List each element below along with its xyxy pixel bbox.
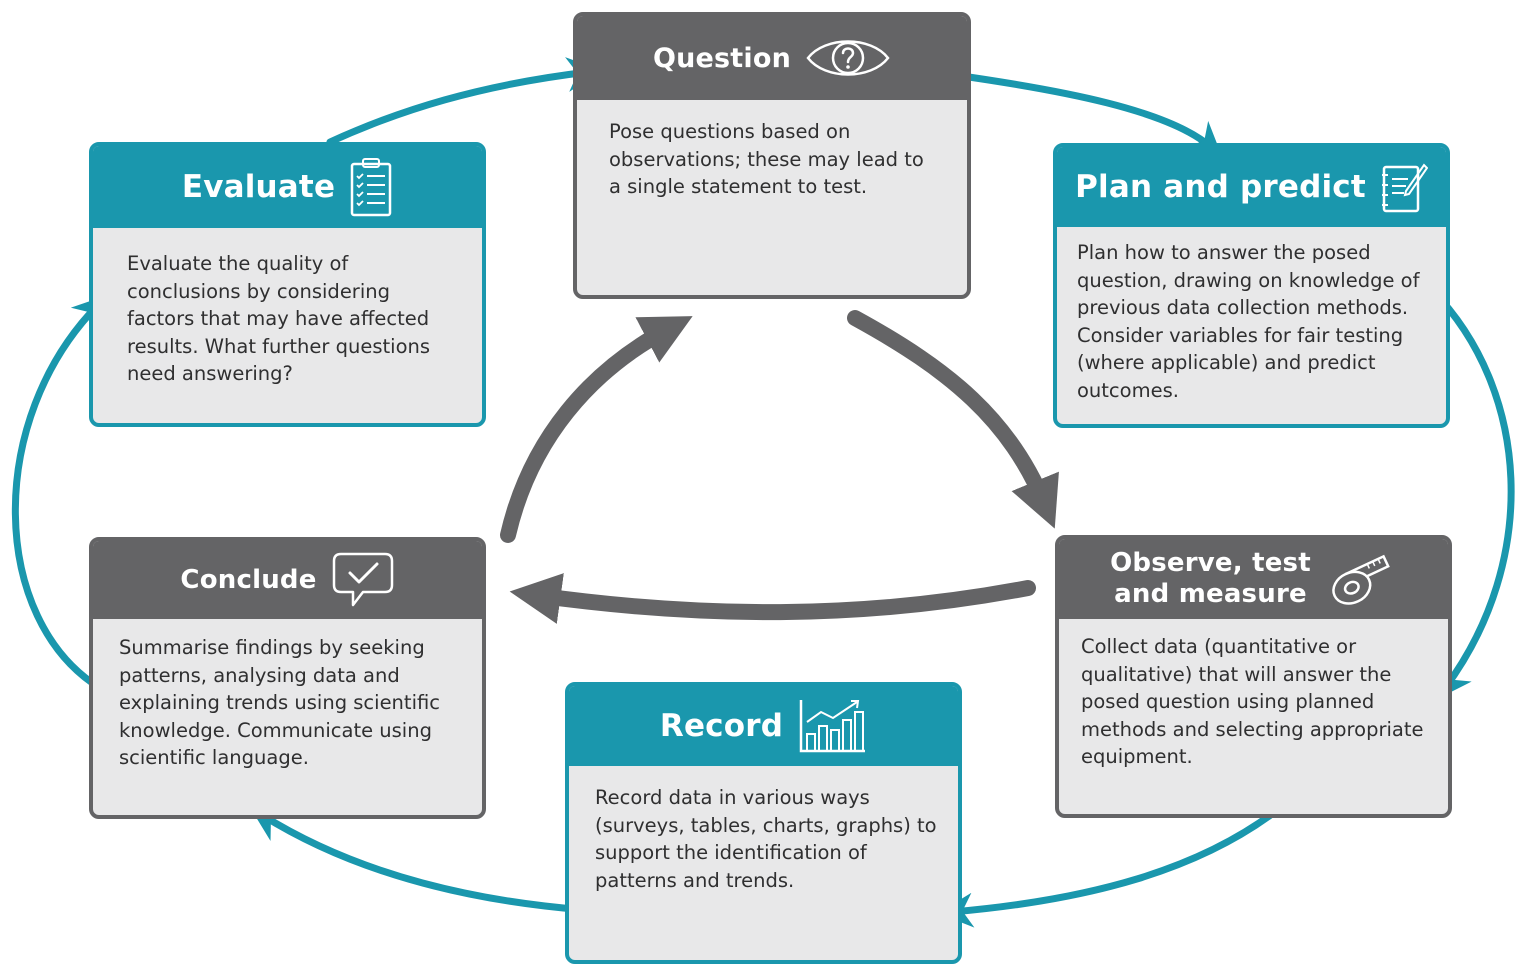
evaluate-header: Evaluate — [93, 146, 482, 228]
observe-header: Observe, test and measure — [1059, 539, 1448, 619]
record-header: Record — [569, 686, 958, 766]
arrow-inner-bottom — [509, 573, 1036, 624]
arrow-question-to-plan — [951, 71, 1223, 158]
plan-description: Plan how to answer the posed question, d… — [1077, 241, 1420, 402]
conclude-title: Conclude — [180, 565, 317, 595]
observe-title: Observe, test and measure — [1110, 548, 1311, 610]
record-description: Record data in various ways (surveys, ta… — [595, 786, 937, 892]
plan-title: Plan and predict — [1075, 169, 1366, 205]
evaluate-description: Evaluate the quality of conclusions by c… — [127, 252, 431, 385]
observe-description: Collect data (quantitative or qualitativ… — [1081, 635, 1424, 768]
arrow-observe-to-record — [938, 804, 1284, 928]
observe-title-line2: and measure — [1114, 579, 1307, 609]
record-title: Record — [659, 708, 784, 744]
evaluate-title: Evaluate — [181, 169, 336, 205]
question-header: Question — [577, 16, 967, 100]
question-card: Question Pose questions based on observa… — [573, 12, 971, 299]
plan-card: Plan and predict Plan how to answer the … — [1053, 143, 1450, 428]
conclude-description: Summarise findings by seeking patterns, … — [119, 636, 440, 769]
conclude-card: Conclude Summarise findings by seeking p… — [89, 537, 486, 819]
observe-card: Observe, test and measure Collect data (… — [1055, 535, 1452, 818]
plan-header: Plan and predict — [1057, 147, 1446, 227]
notepad-pencil-icon — [1381, 163, 1428, 213]
arrow-record-to-conclude — [250, 807, 589, 914]
arrow-inner-left — [500, 316, 693, 543]
bar-chart-icon — [799, 700, 866, 753]
arrow-evaluate-to-question — [326, 57, 602, 146]
checklist-clipboard-icon — [350, 158, 392, 217]
speech-check-icon — [332, 552, 393, 607]
arrow-inner-top-right — [847, 310, 1059, 529]
question-description: Pose questions based on observations; th… — [609, 120, 924, 198]
record-card: Record Record data in various ways (surv… — [565, 682, 962, 964]
question-title: Question — [652, 42, 792, 74]
evaluate-card: Evaluate Evaluate the quality of conclus… — [89, 142, 486, 427]
tape-measure-icon — [1332, 554, 1390, 605]
observe-title-line1: Observe, test — [1110, 548, 1311, 578]
eye-question-icon — [806, 40, 890, 76]
arrow-plan-to-observe — [1428, 286, 1515, 700]
conclude-header: Conclude — [93, 541, 482, 619]
arrow-conclude-to-evaluate — [11, 295, 108, 692]
